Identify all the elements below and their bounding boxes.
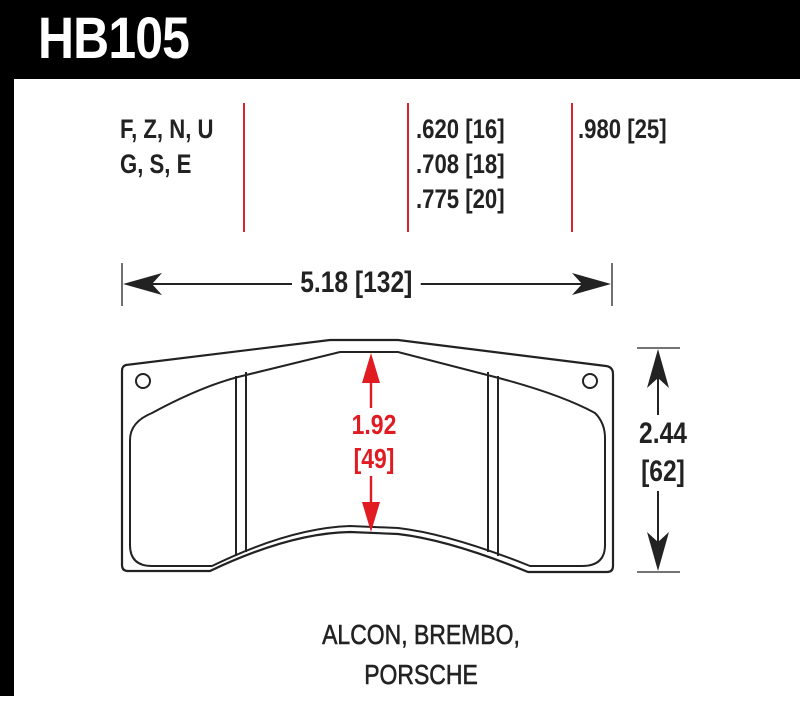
mounting-hole-left [135, 373, 151, 389]
friction-height-inches: 1.92 [351, 409, 397, 440]
arrow-right-icon [572, 273, 611, 295]
thickness-group-a: .620 [16] .708 [18] .775 [20] [416, 112, 505, 217]
height-inches: 2.44 [639, 417, 687, 450]
arrow-down-icon [647, 532, 669, 571]
red-arrow-down-icon [362, 502, 380, 532]
thickness-group-b: .980 [25] [578, 112, 667, 147]
application-line-2: PORSCHE [364, 659, 478, 691]
application-line-1: ALCON, BREMBO, [322, 619, 520, 651]
friction-height-label: 1.92 [49] [346, 408, 402, 476]
thickness-a-1: .620 [16] [416, 114, 505, 144]
header-bar [0, 0, 800, 79]
compound-list: F, Z, N, U G, S, E [120, 112, 213, 182]
height-mm: [62] [641, 455, 685, 488]
arrow-up-icon [647, 349, 669, 388]
compound-line-2: G, S, E [120, 149, 192, 179]
backing-plate-outline [120, 338, 615, 574]
friction-material-outline [129, 351, 606, 567]
part-number-title: HB105 [38, 6, 190, 71]
applications-list: ALCON, BREMBO, PORSCHE [319, 615, 524, 695]
height-label: 2.44 [62] [634, 415, 692, 491]
left-frame-stripe [0, 0, 14, 696]
compound-line-1: F, Z, N, U [120, 114, 214, 144]
arrow-left-icon [123, 273, 162, 295]
thickness-a-2: .708 [18] [416, 149, 505, 179]
mounting-hole-right [582, 373, 598, 389]
red-arrow-up-icon [362, 353, 380, 383]
friction-height-mm: [49] [353, 443, 395, 474]
thickness-a-3: .775 [20] [416, 184, 505, 214]
thickness-b-1: .980 [25] [578, 114, 667, 144]
width-label: 5.18 [132] [292, 266, 421, 300]
